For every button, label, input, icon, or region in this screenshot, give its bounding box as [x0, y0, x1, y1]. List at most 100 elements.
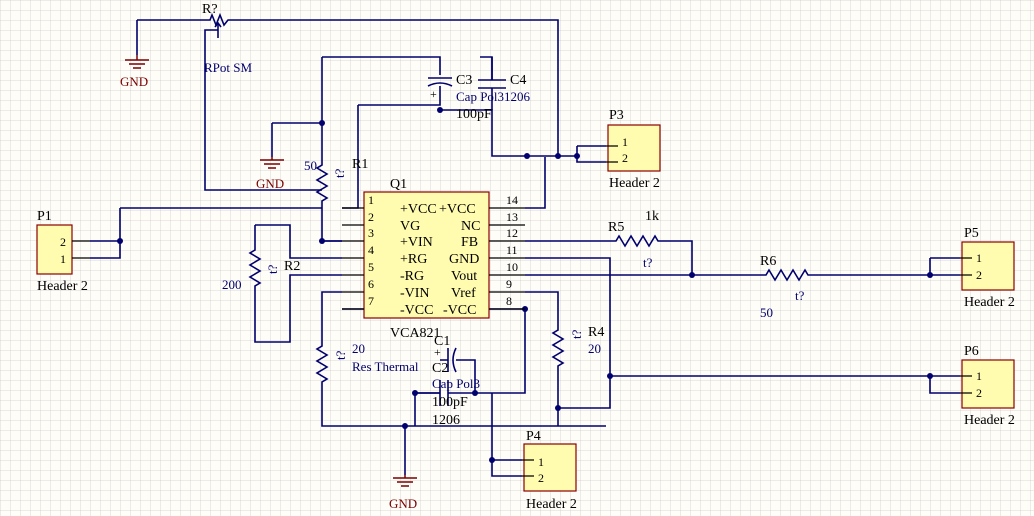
resistor-r5[interactable]: R5 1k t?: [608, 209, 665, 270]
ground-symbol-bottom: GND: [389, 475, 417, 511]
r4-tune: t?: [569, 329, 584, 339]
ic-part: VCA821: [390, 326, 441, 341]
c4-designator: C4: [510, 73, 526, 88]
r1-designator: R1: [352, 157, 368, 172]
junctions: [117, 107, 933, 463]
p5-comment: Header 2: [964, 295, 1015, 310]
p4-comment: Header 2: [526, 497, 577, 512]
p3-comment: Header 2: [609, 176, 660, 191]
svg-text:+VCC: +VCC: [400, 202, 437, 217]
p3-designator: P3: [609, 108, 624, 123]
c1-polarity: +: [434, 345, 441, 359]
ground-label: GND: [389, 496, 417, 511]
resistor-r3-thermal[interactable]: t? 20 Res Thermal: [315, 340, 419, 390]
p4-designator: P4: [526, 429, 541, 444]
p1-comment: Header 2: [37, 279, 88, 294]
r4-value: 20: [588, 341, 601, 356]
resistor-r2[interactable]: t? R2 200: [222, 245, 300, 292]
r1-tune: t?: [332, 168, 347, 178]
connector-p3[interactable]: 1 2 P3 Header 2: [606, 108, 661, 191]
ic-q1[interactable]: Q1 VCA821 1 2 3 4 5 6 7 +VCC VG +VIN +RG…: [342, 177, 525, 341]
svg-text:Vref: Vref: [451, 286, 476, 301]
resistor-r6[interactable]: R6 t? 50: [760, 254, 812, 320]
r3-comment: Res Thermal: [352, 359, 419, 374]
svg-text:+VCC: +VCC: [439, 202, 476, 217]
connector-p6[interactable]: 1 2 P6 Header 2: [960, 344, 1015, 428]
p5-designator: P5: [964, 226, 979, 241]
svg-text:NC: NC: [461, 219, 480, 234]
c2-designator: C2: [432, 361, 448, 376]
svg-text:9: 9: [506, 277, 512, 291]
ic-designator: Q1: [390, 177, 407, 192]
pot-comment: RPot SM: [204, 60, 252, 75]
svg-text:11: 11: [506, 243, 518, 257]
svg-text:-RG: -RG: [400, 269, 424, 284]
c2-footprint: 1206: [432, 413, 460, 428]
svg-text:4: 4: [368, 243, 374, 257]
c2-comment: Cap Pol3: [432, 376, 480, 391]
pot-designator: R?: [202, 2, 218, 17]
svg-text:3: 3: [368, 226, 374, 240]
r6-tune: t?: [795, 288, 805, 303]
svg-text:1: 1: [622, 135, 628, 149]
c3-designator: C3: [456, 73, 472, 88]
ic-body: [363, 191, 490, 319]
c3-polarity: +: [430, 87, 437, 101]
svg-text:-VCC: -VCC: [443, 303, 476, 318]
ground-symbol-top: GND: [120, 55, 149, 89]
r5-designator: R5: [608, 220, 624, 235]
potentiometer-r-pot[interactable]: R? RPot SM: [202, 2, 252, 75]
r4-designator: R4: [588, 325, 604, 340]
capacitor-c1[interactable]: + C1: [434, 334, 460, 373]
connector-p4[interactable]: 1 2 P4 Header 2: [522, 429, 577, 512]
svg-text:-VCC: -VCC: [400, 303, 433, 318]
p1-designator: P1: [37, 209, 52, 224]
resistor-r1[interactable]: 50 t? R1: [304, 157, 368, 206]
p6-comment: Header 2: [964, 413, 1015, 428]
svg-text:VG: VG: [400, 219, 420, 234]
c2-value: 100pF: [432, 395, 468, 410]
svg-text:1: 1: [60, 252, 66, 266]
r1-value: 50: [304, 158, 317, 173]
svg-text:13: 13: [506, 210, 518, 224]
svg-text:1: 1: [538, 455, 544, 469]
svg-text:8: 8: [506, 294, 512, 308]
r2-designator: R2: [284, 259, 300, 274]
c4-comment: Cap Pol31206: [456, 89, 531, 104]
svg-text:6: 6: [368, 277, 374, 291]
capacitor-c2[interactable]: C2 Cap Pol3 100pF 1206: [415, 361, 480, 428]
capacitor-c4[interactable]: C4 Cap Pol31206 100pF: [456, 57, 531, 122]
svg-text:7: 7: [368, 294, 374, 308]
wires: [90, 19, 960, 477]
connector-p5[interactable]: 1 2 P5 Header 2: [960, 226, 1015, 310]
svg-text:10: 10: [506, 260, 518, 274]
r6-designator: R6: [760, 254, 776, 269]
svg-text:2: 2: [60, 235, 66, 249]
svg-text:2: 2: [976, 268, 982, 282]
svg-text:14: 14: [506, 193, 518, 207]
r3-value: 20: [352, 341, 365, 356]
c1-designator: C1: [434, 334, 450, 349]
svg-text:2: 2: [368, 210, 374, 224]
svg-text:FB: FB: [461, 235, 478, 250]
r5-tune: t?: [643, 255, 653, 270]
connector-p1[interactable]: 2 1 P1 Header 2: [36, 209, 90, 294]
capacitor-c3[interactable]: + C3: [427, 73, 472, 101]
svg-text:2: 2: [622, 151, 628, 165]
ground-label: GND: [120, 74, 148, 89]
svg-text:+VIN: +VIN: [400, 235, 433, 250]
p6-designator: P6: [964, 344, 979, 359]
svg-text:1: 1: [976, 251, 982, 265]
ground-symbol-mid: GND: [256, 157, 284, 191]
svg-text:-VIN: -VIN: [400, 286, 430, 301]
r3-tune: t?: [333, 350, 348, 360]
svg-text:2: 2: [976, 386, 982, 400]
r2-tune: t?: [265, 264, 280, 274]
resistor-r4[interactable]: t? R4 20: [551, 325, 604, 372]
r2-value: 200: [222, 277, 242, 292]
svg-text:+RG: +RG: [400, 252, 427, 267]
svg-text:2: 2: [538, 471, 544, 485]
ic-right-pins: 14 13 12 11 10 9 8 +VCC NC FB GND Vout V…: [439, 193, 525, 318]
